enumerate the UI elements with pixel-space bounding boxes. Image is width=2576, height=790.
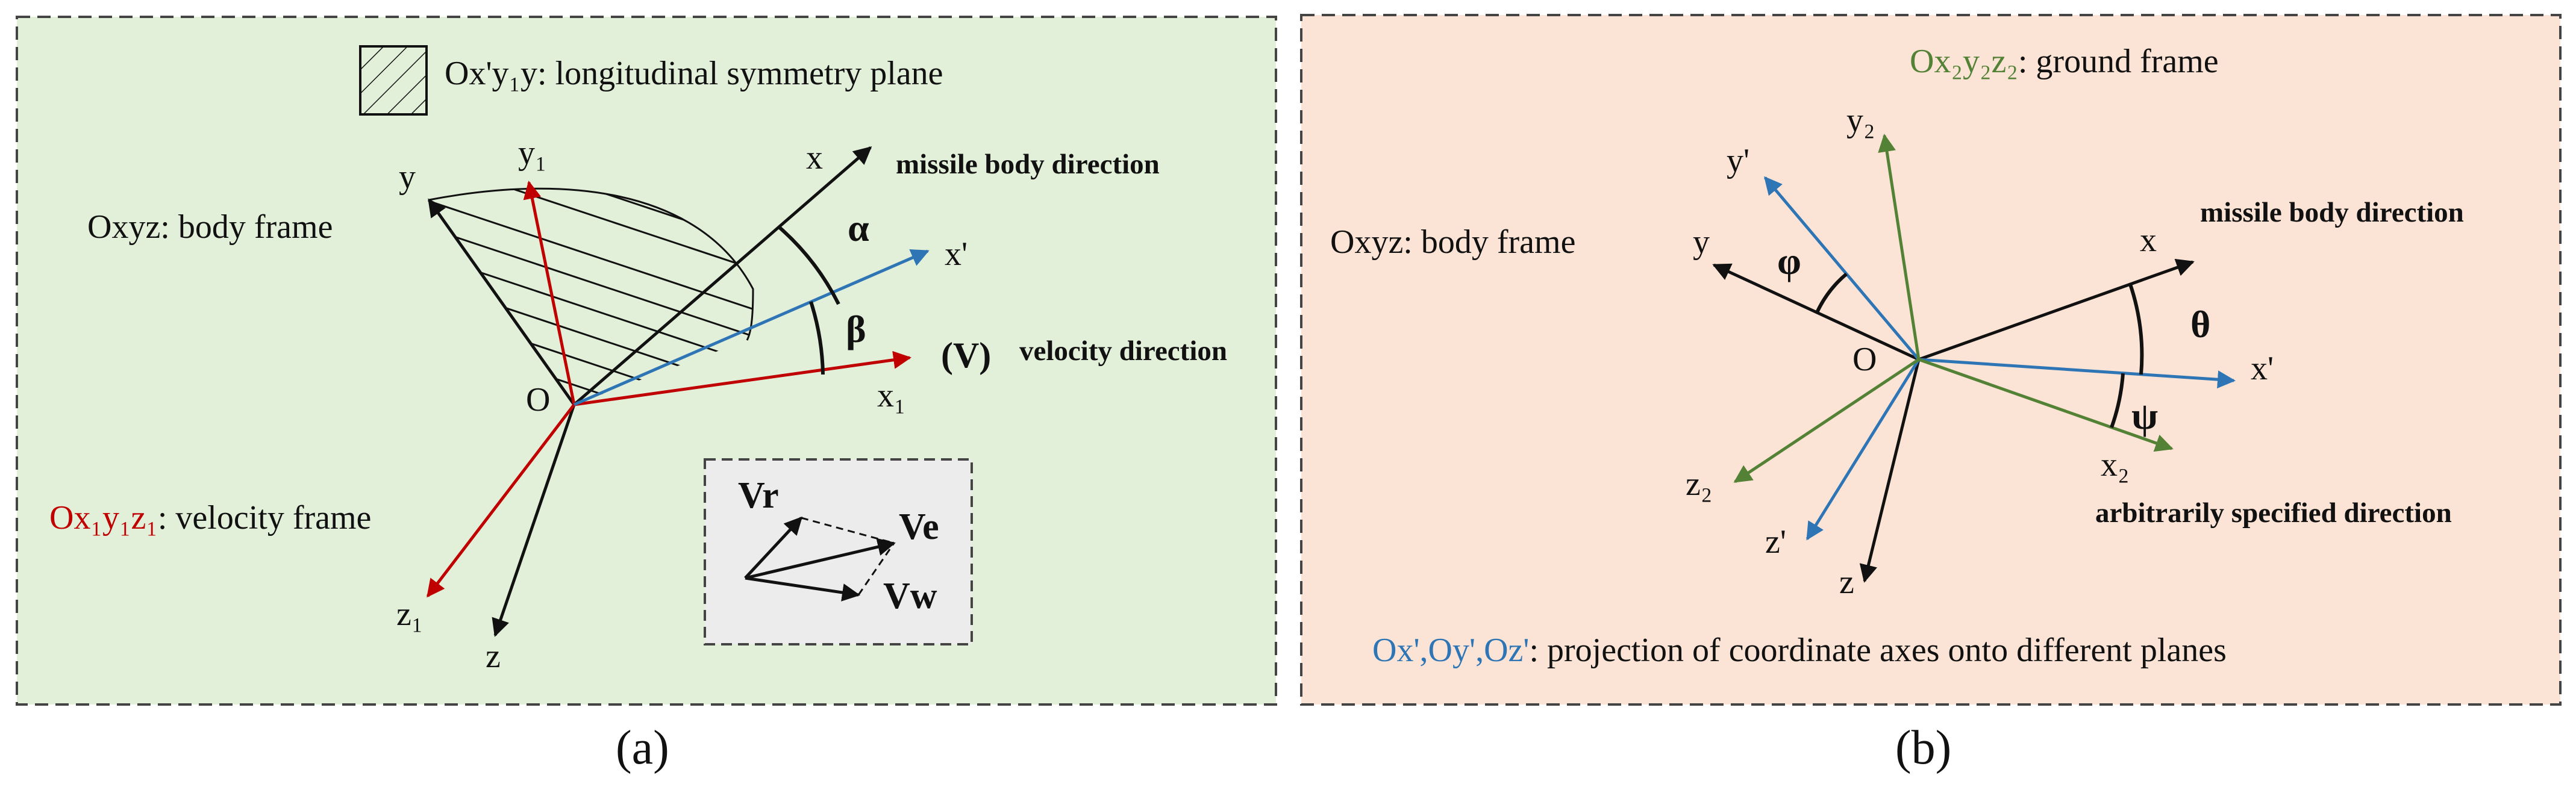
projection-label: Ox',Oy',Oz': projection of coordinate ax… — [1372, 632, 2227, 669]
z-axis-a — [492, 404, 576, 637]
body-frame-label-b: Oxyz: body frame — [1330, 223, 1575, 261]
missile-direction-label-a: missile body direction — [896, 149, 1160, 180]
x-prime-label-b: x' — [2251, 350, 2274, 387]
z1-label: z₁ — [396, 596, 423, 633]
alpha-label: α — [848, 207, 869, 249]
z2-label: z₂ — [1686, 465, 1712, 503]
z-prime-axis-b — [1805, 358, 1921, 541]
alpha-arc — [778, 225, 840, 305]
x-prime-axis-a — [574, 249, 930, 406]
z-label-a: z — [486, 638, 501, 675]
y-label-b: y — [1693, 223, 1710, 261]
x-prime-axis-b — [1918, 358, 2236, 389]
caption-a: (a) — [616, 721, 669, 774]
theta-label: θ — [2190, 303, 2210, 346]
y1-label: y₁ — [518, 134, 547, 172]
y1-axis — [523, 181, 576, 405]
vw-vector — [745, 576, 860, 602]
x-axis-b — [1918, 258, 2195, 361]
y2-label: y₂ — [1846, 102, 1875, 139]
x-axis-a — [573, 146, 872, 406]
x-label-b: x — [2140, 222, 2157, 259]
y-prime-label-b: y' — [1727, 142, 1749, 179]
ve-label: Ve — [899, 506, 939, 547]
x1-axis — [574, 350, 911, 406]
missile-direction-label-b: missile body direction — [2200, 197, 2464, 228]
velocity-frame-label: Ox₁y₁z₁: velocity frame — [49, 499, 371, 537]
caption-b: (b) — [1895, 721, 1951, 774]
y-label-a: y — [399, 158, 416, 196]
phi-arc — [1815, 272, 1848, 314]
origin-label-a: O — [526, 381, 550, 418]
vw-label: Vw — [883, 576, 937, 617]
y-prime-axis-b — [1764, 176, 1920, 361]
velocity-V-label: (V) — [941, 335, 991, 375]
velocity-triangle-inset: Vr Ve Vw — [704, 458, 973, 645]
x-label-a: x — [806, 139, 823, 176]
z2-axis — [1733, 358, 1920, 484]
x-prime-label-a: x' — [945, 235, 968, 273]
beta-arc — [809, 301, 825, 375]
theta-arc — [2128, 284, 2144, 375]
x1-label: x₁ — [877, 377, 906, 414]
vr-label: Vr — [738, 475, 779, 516]
z-axis-b — [1859, 359, 1921, 583]
beta-label: β — [846, 308, 866, 350]
panel-a-background — [16, 16, 1277, 706]
legend-symmetry-plane: Ox'y₁y: longitudinal symmetry plane — [445, 55, 943, 92]
y2-axis — [1878, 134, 1921, 360]
phi-label: φ — [1777, 240, 1801, 282]
z1-axis — [427, 403, 575, 598]
z-label-b: z — [1839, 564, 1854, 601]
velocity-direction-label: velocity direction — [1019, 335, 1227, 367]
ground-frame-label: Ox₂y₂z₂: ground frame — [1910, 43, 2219, 80]
body-frame-label-a: Oxyz: body frame — [87, 208, 333, 246]
z-prime-label-b: z' — [1765, 523, 1786, 561]
panel-b: Ox₂y₂z₂: ground frame Oxyz: body frame m… — [1300, 14, 2562, 774]
hatch-legend-swatch — [359, 45, 428, 116]
psi-label: ψ — [2131, 394, 2158, 437]
panel-a: Ox'y₁y: longitudinal symmetry plane — [16, 16, 1277, 774]
y-axis-a — [427, 198, 576, 406]
vr-vector — [744, 516, 803, 579]
x2-axis — [1918, 358, 2174, 452]
psi-arc — [2110, 373, 2125, 429]
x2-label: x₂ — [2101, 446, 2130, 484]
origin-label-b: O — [1852, 341, 1877, 378]
ve-vector — [745, 538, 896, 580]
arbitrary-direction-label: arbitrarily specified direction — [2095, 497, 2452, 529]
